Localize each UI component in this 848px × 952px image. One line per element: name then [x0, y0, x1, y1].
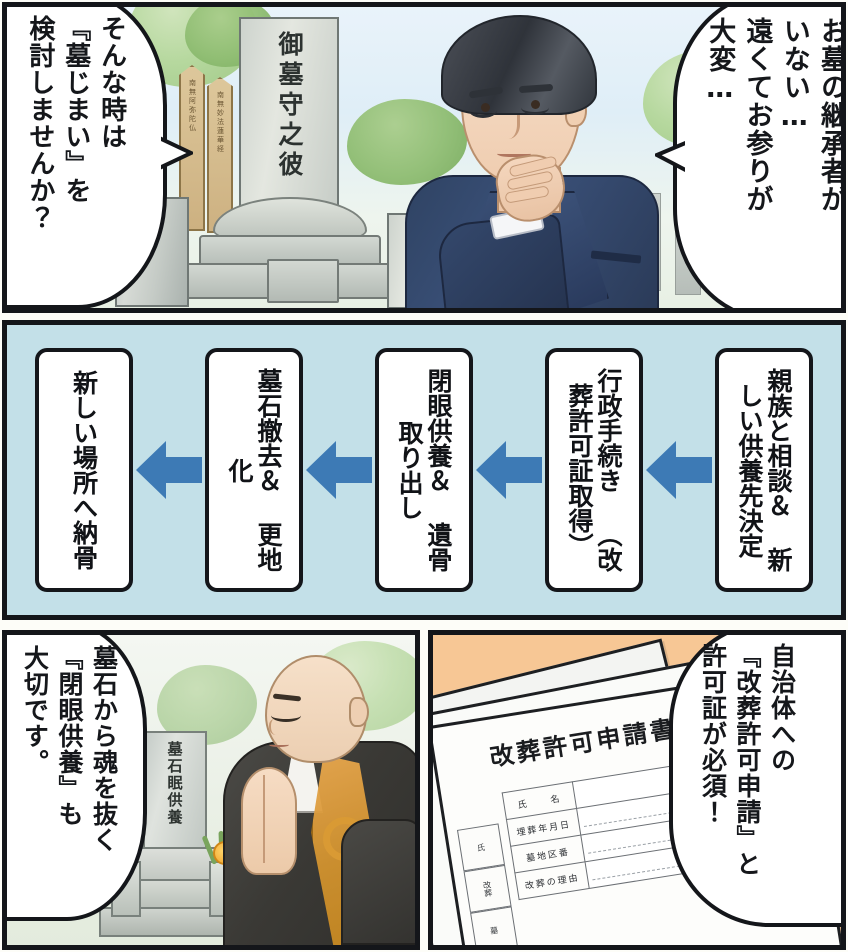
man-eye-right — [521, 100, 549, 115]
flow-step-2-label: 行政手続き （改葬許可証取得） — [565, 368, 623, 572]
process-flow-row: 親族と相談＆ 新しい供養先決定 行政手続き （改葬許可証取得） 閉眼供養＆ 遺骨… — [7, 325, 841, 615]
speech-bubble-documents: 自治体への 『改葬許可申請』と 許可証が必須！ — [669, 635, 841, 927]
panel-process-flow: 親族と相談＆ 新しい供養先決定 行政手続き （改葬許可証取得） 閉眼供養＆ 遺骨… — [2, 320, 846, 620]
monk-mouth — [269, 741, 289, 747]
monk-nose — [269, 719, 283, 735]
panel-top-scene: 南無阿弥陀仏 南無妙法蓮華経 御墓守之彼 — [2, 2, 846, 313]
speech-bubble-monk: 墓石から魂を抜く 『閉眼供養』も 大切です。 — [7, 635, 147, 921]
flow-step-5-label: 新しい場所へ納骨 — [69, 370, 99, 570]
character-monk — [219, 649, 415, 945]
flow-arrow-4 — [135, 437, 203, 503]
man-pupil-left — [481, 103, 490, 112]
speech-bubble-top-right-text: お墓の継承者が いない… 遠くてお参りが 大変… — [704, 17, 846, 213]
speech-bubble-top-right: お墓の継承者が いない… 遠くてお参りが 大変… — [673, 7, 846, 308]
man-pupil-right — [531, 100, 540, 109]
flow-arrow-3 — [305, 437, 373, 503]
form-side-tab: 改葬 — [463, 864, 512, 913]
speech-tail-left — [153, 131, 193, 175]
man-nose — [501, 115, 520, 139]
monk-sleeve — [341, 819, 415, 945]
panel-documents-scene: 改葬許可申請書 氏 改葬 墓 氏 名 埋葬年月日 墓地区番 — [428, 630, 846, 950]
flow-step-1[interactable]: 親族と相談＆ 新しい供養先決定 — [715, 348, 813, 592]
form-title: 改葬許可申請書 — [487, 713, 679, 772]
main-gravestone: 御墓守之彼 — [239, 17, 339, 209]
man-mouth — [497, 149, 531, 157]
arrow-left-icon — [136, 441, 202, 499]
speech-tail-right — [655, 135, 695, 179]
flow-step-3-label: 閉眼供養＆ 遺骨取り出し — [395, 368, 453, 572]
monk-hand-divider — [263, 775, 265, 863]
arrow-left-icon — [646, 441, 712, 499]
prayer-tablet-text: 南無妙法蓮華経 — [216, 91, 225, 154]
gravestone-inscription: 御墓守之彼 — [275, 31, 304, 181]
flow-step-4-label: 墓石撤去＆ 更地化 — [225, 368, 283, 572]
man-hair — [441, 15, 597, 115]
gravestone-inscription: 墓石眠供養 — [165, 741, 184, 826]
flow-arrow-2 — [475, 437, 543, 503]
speech-bubble-documents-text: 自治体への 『改葬許可申請』と 許可証が必須！ — [698, 643, 797, 877]
speech-bubble-top-left: そんな時は 『墓じまい』を 検討しませんか？ — [7, 7, 167, 308]
flow-step-4[interactable]: 墓石撤去＆ 更地化 — [205, 348, 303, 592]
man-eye-left — [469, 103, 497, 118]
form-side-tab: 墓 — [470, 906, 519, 945]
flow-step-1-label: 親族と相談＆ 新しい供養先決定 — [735, 368, 793, 572]
monk-praying-hands — [241, 767, 297, 875]
flow-arrow-1 — [645, 437, 713, 503]
speech-bubble-monk-text: 墓石から魂を抜く 『閉眼供養』も 大切です。 — [20, 645, 119, 853]
panel-monk-scene: 墓石眠供養 — [2, 630, 420, 950]
flow-step-2[interactable]: 行政手続き （改葬許可証取得） — [545, 348, 643, 592]
tree-foliage — [347, 99, 467, 185]
flow-step-5[interactable]: 新しい場所へ納骨 — [35, 348, 133, 592]
character-man — [405, 15, 659, 308]
arrow-left-icon — [476, 441, 542, 499]
monk-ear — [349, 697, 369, 727]
gravestone-shaft: 墓石眠供養 — [143, 731, 207, 853]
form-side-tab: 氏 — [456, 823, 506, 872]
arrow-left-icon — [306, 441, 372, 499]
monk-eye-closed — [271, 709, 301, 722]
prayer-tablet-text: 南無阿弥陀仏 — [188, 79, 197, 133]
flow-step-3[interactable]: 閉眼供養＆ 遺骨取り出し — [375, 348, 473, 592]
incense-holder — [267, 259, 339, 303]
speech-bubble-top-left-text: そんな時は 『墓じまい』を 検討しませんか？ — [24, 15, 127, 231]
